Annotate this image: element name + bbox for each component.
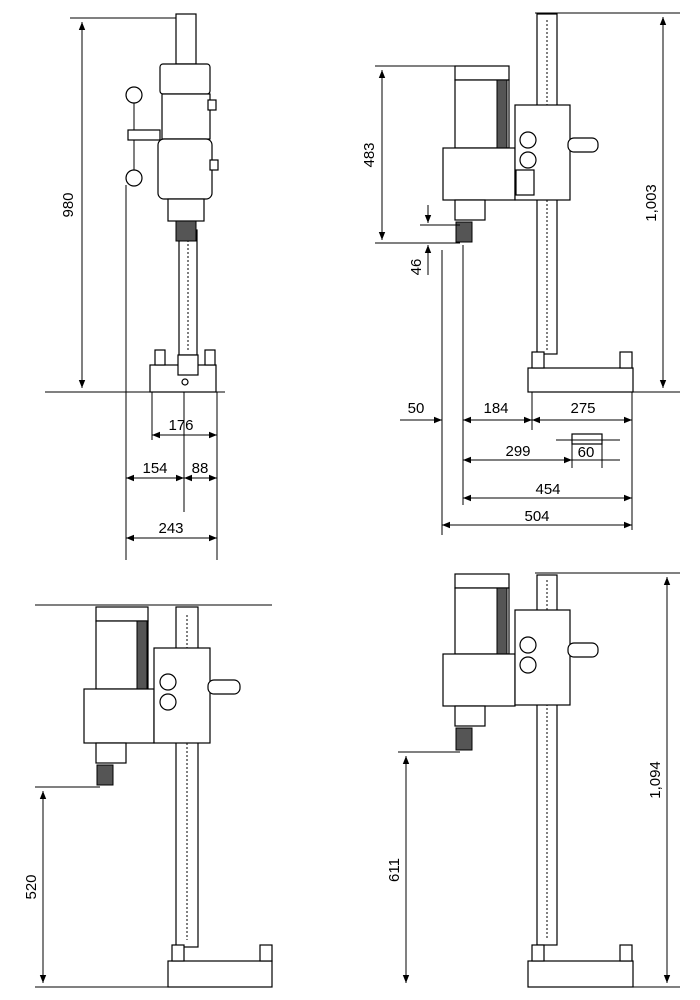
dim-299: 299 (505, 443, 530, 460)
side-view-top: 1,003 483 46 50 184 275 60 299 454 (361, 12, 680, 535)
dim-50: 50 (408, 400, 425, 417)
side-view-raised: 1,094 611 (386, 572, 680, 988)
dim-184: 184 (483, 400, 508, 417)
dim-88: 88 (192, 460, 209, 477)
dim-275: 275 (570, 400, 595, 417)
dim-454: 454 (535, 481, 560, 498)
dim-176: 176 (168, 417, 193, 434)
dim-46: 46 (408, 259, 425, 276)
dim-60: 60 (578, 444, 595, 461)
dim-980: 980 (60, 192, 77, 217)
dim-520: 520 (23, 874, 40, 899)
side-view-low: 520 (23, 604, 273, 988)
dim-154: 154 (142, 460, 167, 477)
dim-243: 243 (158, 520, 183, 537)
front-view: 980 176 154 88 243 (45, 13, 225, 560)
dim-504: 504 (524, 508, 549, 525)
dim-1094: 1,094 (647, 761, 664, 799)
dim-1003: 1,003 (643, 184, 660, 222)
dim-483: 483 (361, 142, 378, 167)
dim-611: 611 (386, 858, 403, 882)
